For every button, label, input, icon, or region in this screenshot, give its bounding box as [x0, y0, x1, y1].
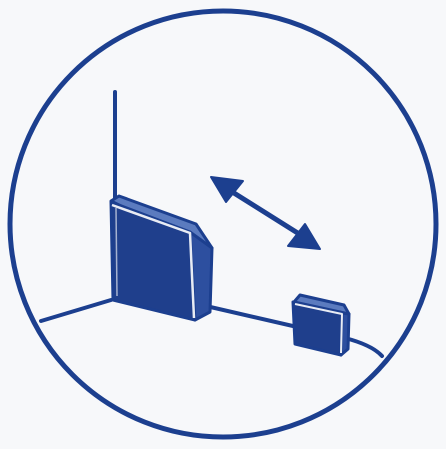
router-front-stripe [116, 208, 117, 296]
extender-device [293, 295, 349, 355]
circle-frame [10, 11, 436, 437]
